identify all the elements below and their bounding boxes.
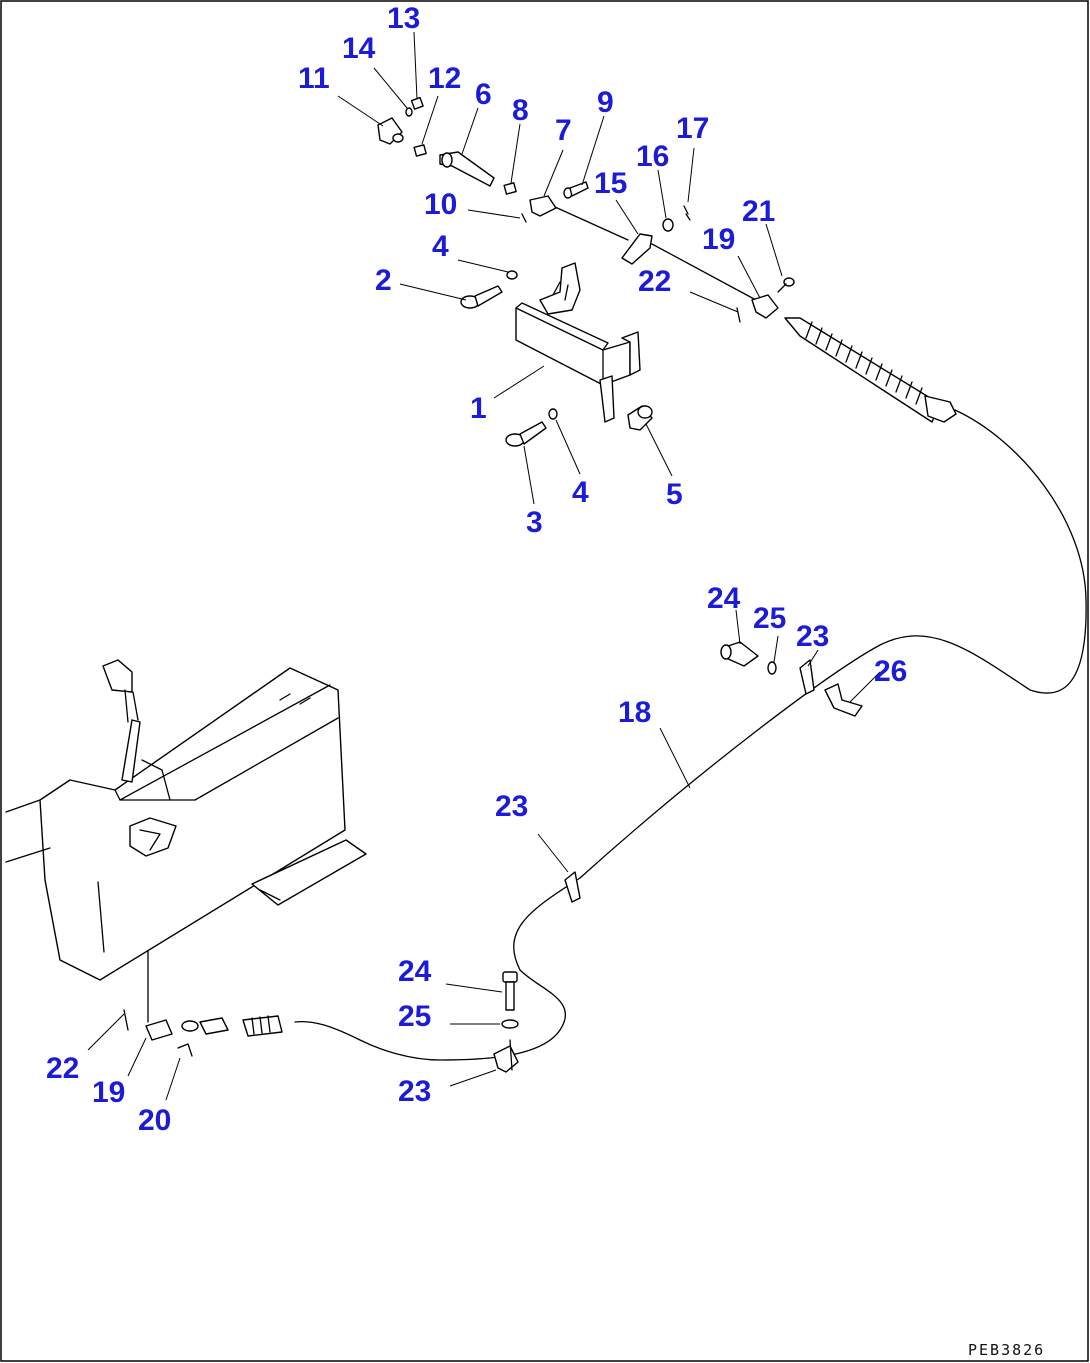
callout-16: 16: [636, 140, 669, 173]
callout-20: 20: [138, 1104, 171, 1137]
bolt-part-24-right: [720, 641, 759, 667]
nut-part-12: [413, 144, 427, 157]
cable-part-18: [294, 409, 1087, 1061]
washer-part-4-lower: [548, 408, 558, 420]
callout-7: 7: [555, 114, 572, 147]
leader-lines: [87, 31, 881, 1101]
drawing-reference-code: PEB3826: [968, 1341, 1045, 1359]
clamp-part-23-lower: [493, 1039, 519, 1073]
callout-4: 4: [572, 476, 589, 509]
bolt-part-24-lower: [502, 971, 518, 1011]
washer-part-14: [405, 107, 413, 117]
washer-part-25-lower: [501, 1019, 519, 1029]
callout-1: 1: [470, 392, 487, 425]
cotter-part-22-lower: [123, 1009, 129, 1031]
bolt-part-21: [777, 277, 795, 293]
callout-22: 22: [46, 1052, 79, 1085]
callout-19: 19: [702, 223, 735, 256]
cable-end-lower: [181, 1015, 283, 1037]
nut-part-8: [503, 182, 517, 195]
callout-8: 8: [512, 94, 529, 127]
nut-part-16: [662, 218, 674, 232]
callout-3: 3: [526, 506, 543, 539]
callout-25: 25: [753, 602, 786, 635]
fuel-tank: [5, 659, 367, 981]
socket-part-19-lower: [145, 1019, 173, 1041]
nut-part-13: [410, 96, 424, 110]
cotter-part-22-upper: [736, 307, 741, 323]
callout-5: 5: [666, 478, 683, 511]
callout-24: 24: [707, 582, 741, 615]
bushing-part-5: [627, 405, 653, 431]
callout-10: 10: [424, 188, 457, 221]
upper-assembly: [377, 96, 957, 447]
callout-15: 15: [594, 167, 627, 200]
clip-part-10: [521, 213, 527, 223]
callout-9: 9: [597, 86, 614, 119]
callout-26: 26: [874, 655, 907, 688]
washer-part-4-upper: [506, 270, 518, 280]
pin-part-17: [683, 205, 691, 221]
washer-part-25-right: [767, 661, 777, 675]
callout-17: 17: [676, 112, 709, 145]
pin-part-9: [563, 181, 589, 199]
callout-13: 13: [387, 2, 420, 35]
callout-11: 11: [298, 62, 330, 95]
callout-25: 25: [398, 1000, 431, 1033]
callout-23: 23: [495, 790, 528, 823]
callout-23: 23: [796, 620, 829, 653]
clamp-part-23-right: [799, 659, 815, 695]
callout-4: 4: [432, 230, 449, 263]
bolt-part-3: [505, 421, 547, 447]
callout-21: 21: [742, 195, 775, 228]
callout-14: 14: [342, 32, 376, 65]
cable-boot: [784, 317, 957, 423]
callout-19: 19: [92, 1076, 125, 1109]
joint-part-7: [529, 195, 557, 217]
callout-6: 6: [475, 78, 492, 111]
clip-part-20: [177, 1043, 193, 1057]
callout-labels: 13 14 11 12 6 8 7 9 17 16 15 10 21 19 4 …: [46, 2, 907, 1137]
socket-part-19-upper: [751, 294, 779, 319]
callout-12: 12: [428, 62, 461, 95]
callout-23: 23: [398, 1075, 431, 1108]
joint-part-15: [621, 233, 653, 265]
callout-24: 24: [398, 955, 432, 988]
bolt-part-2: [460, 285, 503, 309]
knob-part-11: [377, 117, 404, 145]
clamp-part-23-middle: [564, 871, 581, 903]
callout-22: 22: [638, 265, 671, 298]
bracket-part-26: [824, 683, 863, 717]
callout-2: 2: [375, 264, 392, 297]
rod-part-6: [439, 151, 495, 187]
bracket-upright-tab: [539, 262, 581, 315]
callout-18: 18: [618, 696, 651, 729]
